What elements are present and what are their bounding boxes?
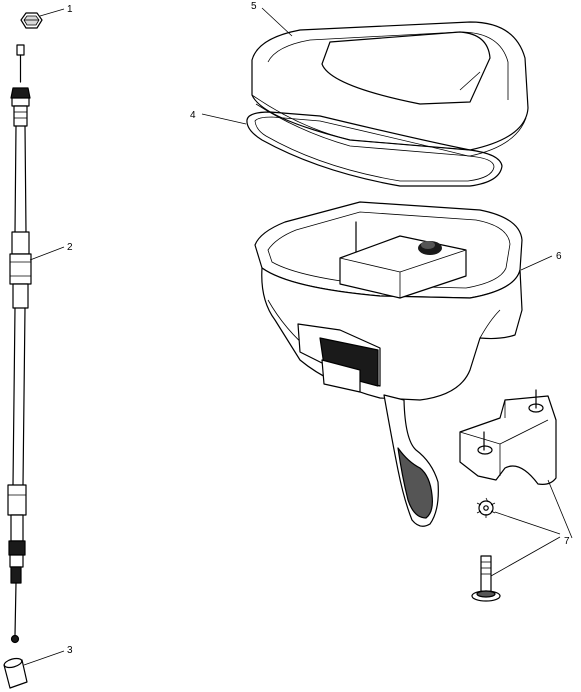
callout-leaders bbox=[23, 7, 573, 666]
part-4-gasket bbox=[246, 111, 503, 187]
callout-6: 6 bbox=[556, 251, 562, 262]
callout-5: 5 bbox=[251, 1, 257, 12]
part-5-housing-cover bbox=[251, 21, 529, 157]
lock-washer-icon bbox=[476, 497, 496, 518]
part-1-cable-cap bbox=[20, 12, 43, 29]
part-2-throttle-cable bbox=[7, 44, 32, 644]
callout-4: 4 bbox=[190, 110, 196, 121]
callout-labels: 1 2 3 4 5 6 7 bbox=[67, 1, 570, 656]
part-7-clamp-assembly bbox=[459, 389, 557, 602]
callout-1: 1 bbox=[67, 4, 73, 15]
callout-7: 7 bbox=[564, 536, 570, 547]
callout-2: 2 bbox=[67, 242, 73, 253]
part-6-housing-body bbox=[254, 201, 523, 527]
part-3-ferrule bbox=[3, 657, 28, 689]
bolt-icon bbox=[471, 555, 501, 602]
callout-3: 3 bbox=[67, 645, 73, 656]
